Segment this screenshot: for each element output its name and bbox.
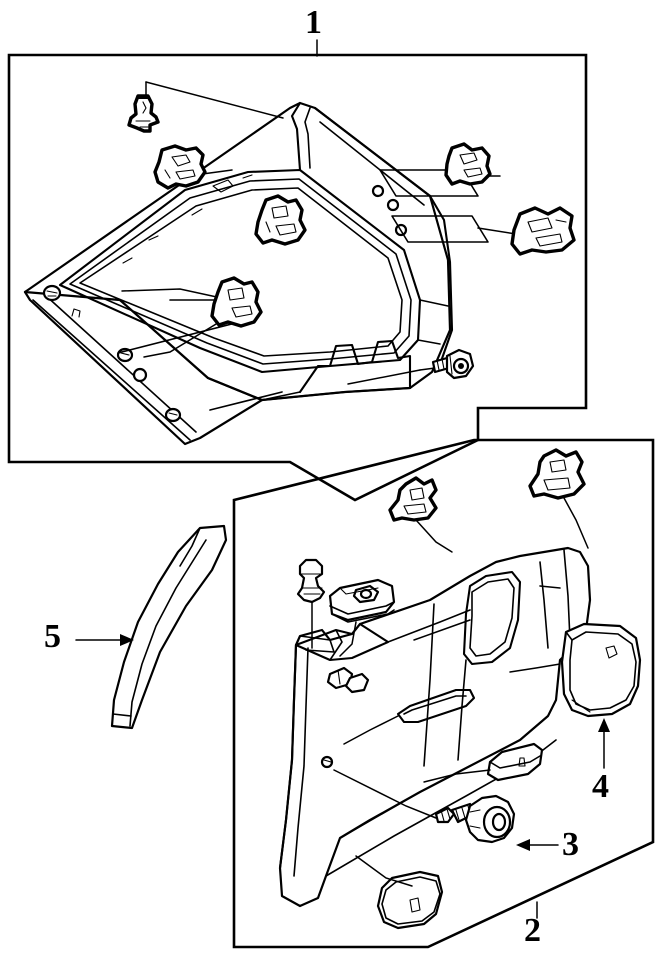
quarter-trim-panel — [278, 546, 592, 908]
group-box-2 — [232, 438, 655, 949]
screw-grommet-part — [434, 794, 516, 844]
back-window-trim-panel — [23, 101, 454, 446]
retainer-clip-a — [153, 144, 207, 190]
callout-number-2: 2 — [524, 912, 541, 949]
retainer-clip-b — [444, 142, 492, 186]
bracket-nut-plate — [328, 578, 396, 623]
callout-number-5: 5 — [44, 618, 61, 655]
callout-3-arrow — [516, 839, 559, 851]
flange-bolt — [431, 348, 475, 380]
retainer-clip-d — [210, 276, 263, 328]
callout-number-1: 1 — [305, 4, 322, 41]
callout-number-3: 3 — [562, 826, 579, 863]
trim-clip-f — [388, 476, 438, 522]
cap-plug-b — [376, 870, 444, 930]
wheelhouse-trim-part — [560, 622, 642, 718]
cap-plug-a — [486, 742, 544, 782]
callout-4-arrow — [598, 718, 610, 769]
group-1-leader-lines — [117, 81, 517, 411]
callout-5-arrow — [75, 634, 134, 646]
retainer-clip-e — [510, 206, 576, 256]
trim-clip-g — [528, 448, 586, 500]
group-2-leader-lines — [311, 497, 589, 887]
dome-plug — [296, 558, 326, 604]
panel-hole-group — [42, 184, 408, 423]
pillar-trim-part — [110, 524, 228, 730]
push-pin-clip — [127, 94, 160, 133]
callout-number-4: 4 — [592, 768, 609, 805]
retainer-clip-c — [254, 194, 307, 246]
